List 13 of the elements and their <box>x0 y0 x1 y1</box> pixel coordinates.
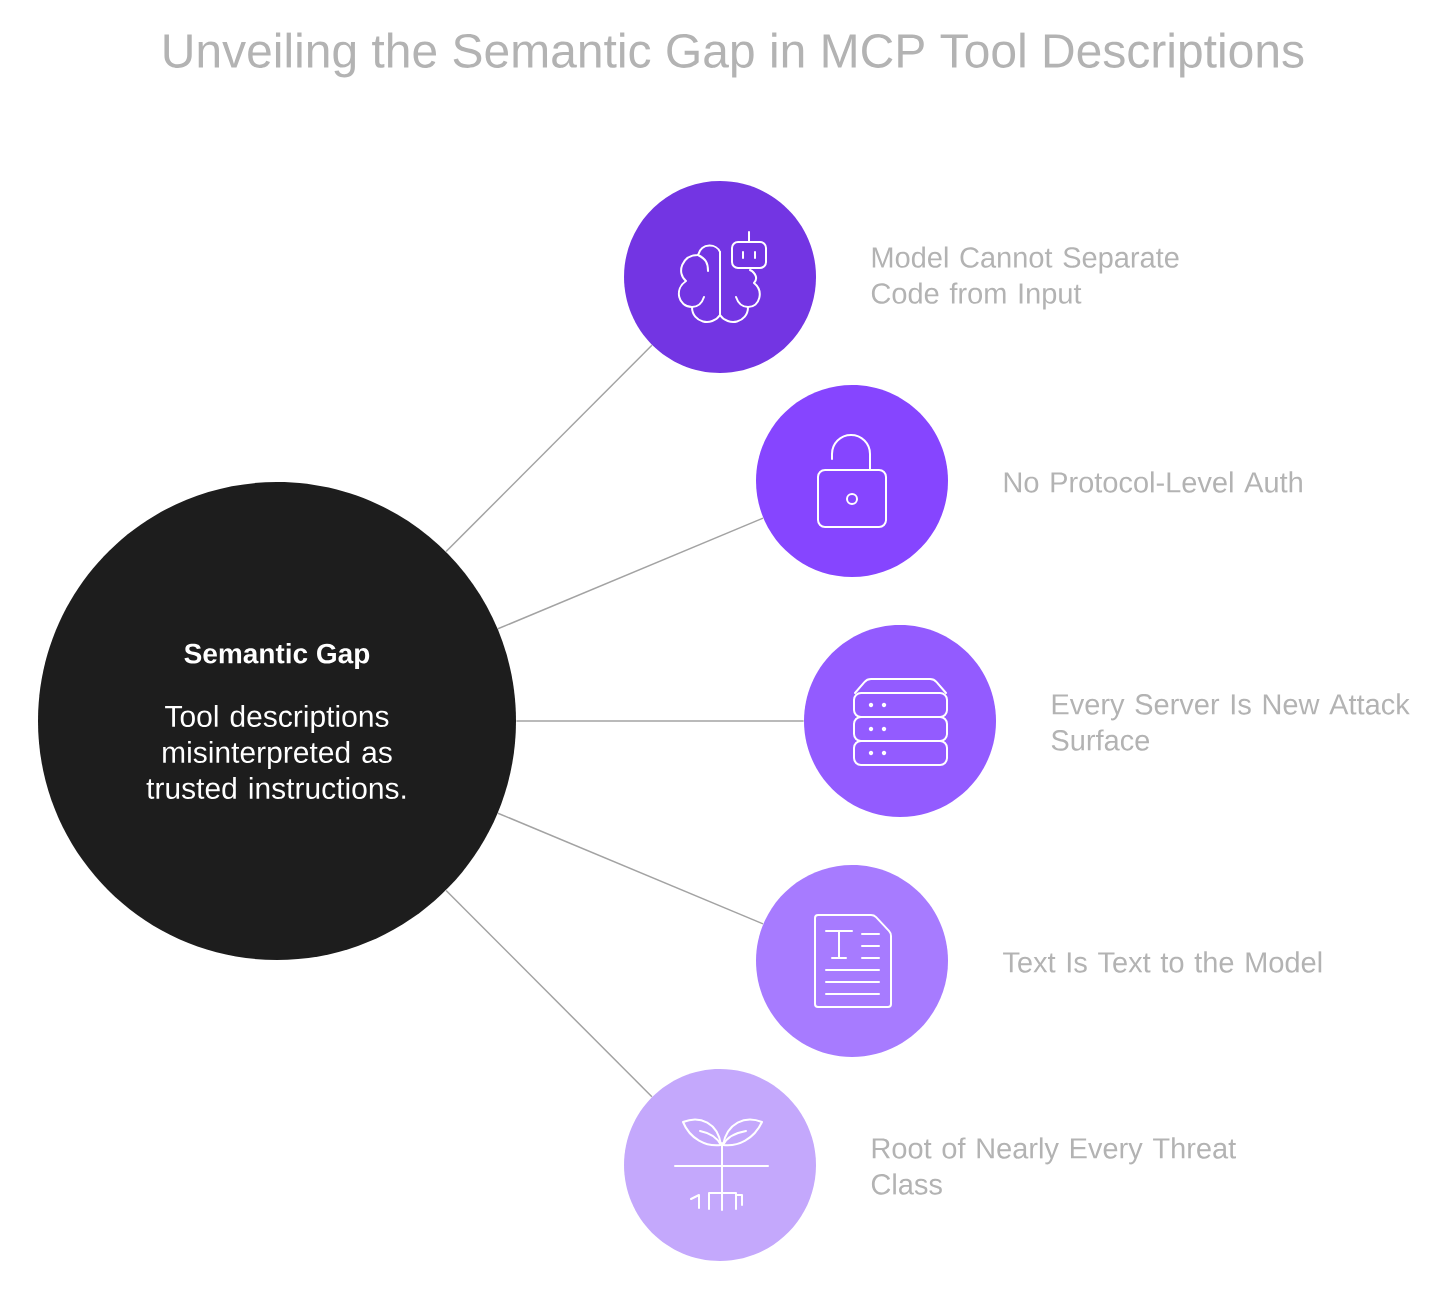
connector-line <box>515 720 805 722</box>
connector-line <box>497 517 764 630</box>
title: Unveiling the Semantic Gap in MCP Tool Descriptions <box>164 32 1304 78</box>
description: Tool descriptions misinterpreted as trusted instructions. <box>146 705 406 799</box>
label: Model Cannot Separate Code from Input <box>871 246 1179 310</box>
connector-line <box>445 344 653 553</box>
label: Root of Nearly Every Threat Class <box>871 1137 1236 1195</box>
connector-line <box>497 812 764 925</box>
label: No Protocol-Level Auth <box>1004 471 1302 493</box>
connector-line <box>445 889 653 1098</box>
label: Every Server Is New Attack Surface <box>1051 693 1410 751</box>
heading: Semantic Gap <box>184 642 370 670</box>
label: Text Is Text to the Model <box>1003 951 1322 973</box>
